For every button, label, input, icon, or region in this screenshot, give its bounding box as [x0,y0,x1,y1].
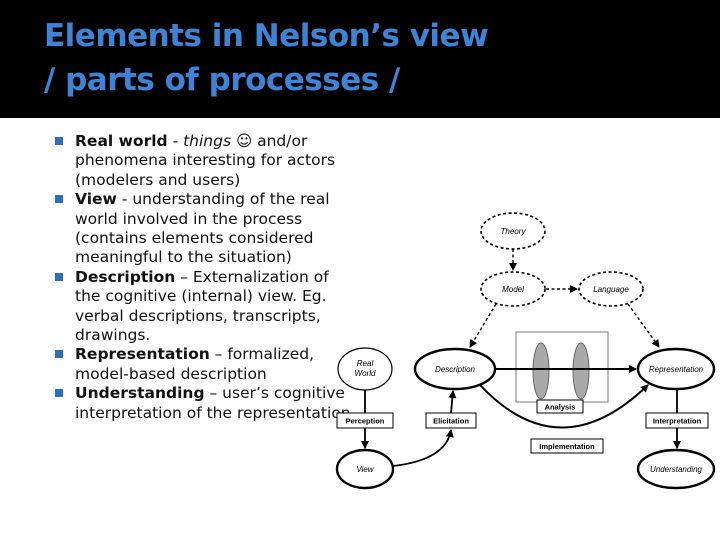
bullet-marker [55,389,63,398]
bullet-understanding: Understanding – user’s cognitive interpr… [55,384,355,423]
title-bar: Elements in Nelson’s view / parts of pro… [0,0,720,118]
slide-title-line-1: Elements in Nelson’s view [44,18,489,54]
bullet-term: Understanding [75,384,205,403]
bullet-real-world: Real world - things ☺ and/or phenomena i… [55,132,355,190]
bullet-description: Description – Externalization of the cog… [55,268,355,346]
analysis-box [536,399,584,414]
bullet-term: View [75,190,117,209]
analysis-ellipse-left [532,342,550,400]
representation-node [636,347,716,391]
real-world-label-line-1: Real [357,359,374,368]
description-label: Description [435,365,476,374]
bullet-marker [55,272,63,281]
bullet-text: and/or phenomena interesting for actors … [75,132,336,189]
arrow-elicitation-description [448,390,457,414]
elicitation-label: Elicitation [433,417,469,426]
language-node [578,271,644,307]
bullet-term: Description [75,267,176,286]
interpretation-label: Interpretation [653,417,702,426]
analysis-label: Analysis [545,403,576,412]
model-label: Model [502,285,524,294]
slide-title-line-2: / parts of processes / [44,62,400,98]
bullet-separator: - [167,132,184,150]
bullet-marker [55,350,63,359]
bullet-marker [55,195,63,204]
view-label: View [356,465,374,474]
understanding-label: Understanding [650,465,703,474]
implementation-box [530,438,604,454]
slide-title: Elements in Nelson’s view / parts of pro… [44,14,684,102]
perception-label: Perception [346,417,385,426]
arrow-implementation-curve [479,384,649,429]
bullet-view: View - understanding of the real world i… [55,190,355,268]
bullet-representation: Representation – formalized, model-based… [55,345,355,384]
analysis-ellipse-right [572,342,590,400]
understanding-node [636,448,716,490]
implementation-label: Implementation [539,442,595,451]
representation-label: Representation [649,365,704,374]
arrow-view-elicitation [392,429,454,467]
bullet-text: - understanding of the real world involv… [75,190,330,267]
real-world-label-line-2: World [355,369,376,378]
model-node [480,271,546,307]
bullet-term: Real world [75,132,168,150]
analysis-region [515,331,609,403]
bullet-term: Representation [75,345,210,364]
arrow-language-representation [627,303,660,348]
bullet-text: – user’s cognitive interpretation of the… [75,384,351,422]
description-node [413,347,497,391]
bullet-text: – formalized, model-based description [75,345,315,383]
smiley-icon: ☺ [235,132,253,150]
bullet-list: Real world - things ☺ and/or phenomena i… [55,132,355,423]
bullet-marker [55,137,63,145]
language-label: Language [593,285,629,294]
bullet-italic-text: things [183,132,232,150]
bullet-text: – Externalization of the cognitive (inte… [75,267,329,345]
view-node [335,448,395,490]
arrow-model-description [469,303,497,348]
theory-label: Theory [501,227,527,236]
